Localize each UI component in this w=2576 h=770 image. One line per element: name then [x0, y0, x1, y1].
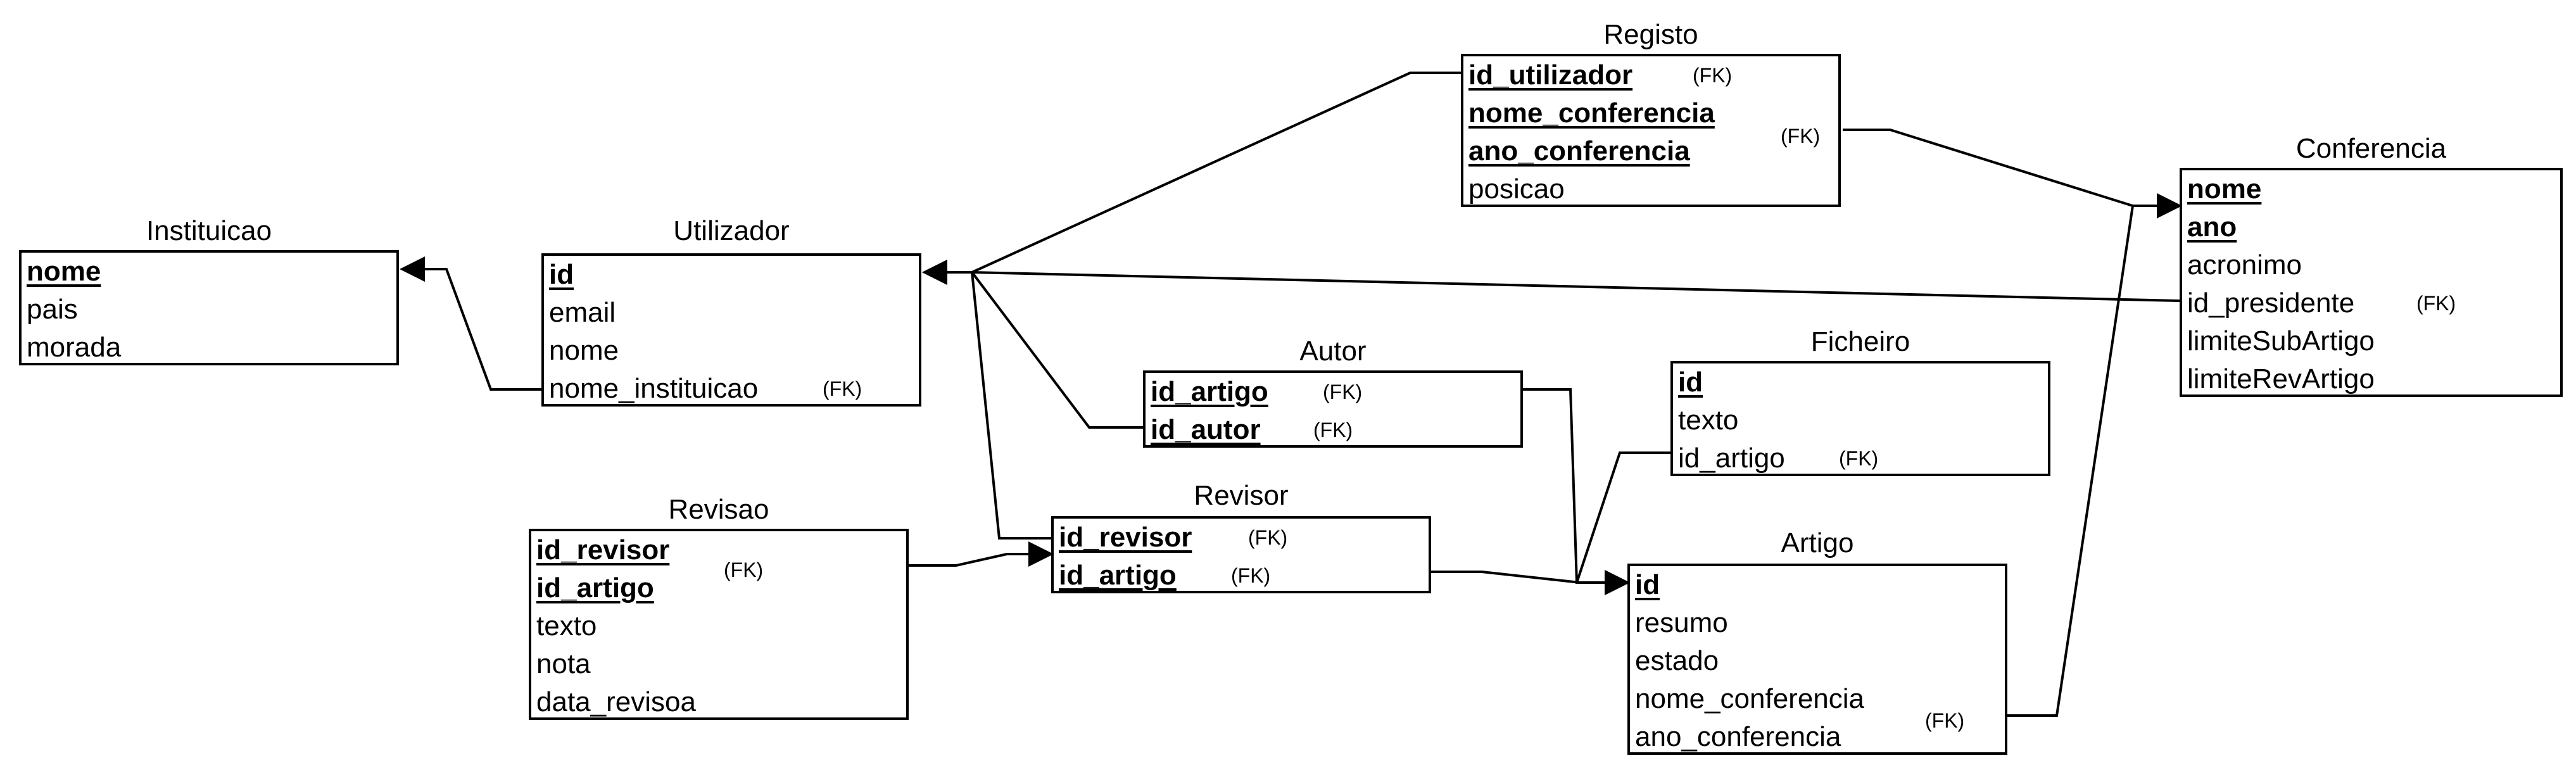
registo-row: nome_conferencia [1468, 98, 1715, 129]
fk-marker: (FK) [1248, 526, 1288, 549]
utilizador-row: email [549, 297, 616, 328]
artigo-row: estado [1635, 645, 1719, 676]
conferencia-row: limiteRevArtigo [2187, 363, 2375, 394]
autor-row: id_autor [1151, 414, 1261, 445]
instituicao-row: pais [27, 294, 78, 325]
instituicao-row: morada [27, 332, 122, 363]
ficheiro-title: Ficheiro [1810, 326, 1910, 357]
utilizador-title: Utilizador [673, 215, 790, 246]
fk-marker: (FK) [724, 559, 764, 581]
artigo-row: nome_conferencia [1635, 683, 1865, 714]
ficheiro-row: id_artigo [1678, 443, 1785, 474]
link-conferencia-utilizador [922, 260, 2180, 302]
registo-title: Registo [1603, 19, 1698, 50]
artigo-title: Artigo [1781, 527, 1854, 559]
link-revisor-artigo [1431, 570, 1630, 595]
fk-marker: (FK) [1693, 64, 1733, 87]
ficheiro-row: id [1678, 367, 1703, 398]
link-ficheiro-artigo [1575, 451, 1670, 583]
link-artigo-conferencia [2007, 205, 2134, 717]
link-autor-utilizador [971, 271, 1143, 429]
fk-marker: (FK) [1313, 419, 1353, 441]
fk-marker: (FK) [823, 377, 862, 400]
revisor-title: Revisor [1194, 480, 1289, 511]
revisao-row: texto [536, 610, 597, 641]
fk-marker: (FK) [1925, 709, 1965, 732]
conferencia-row: acronimo [2187, 249, 2302, 281]
utilizador-row: nome [549, 335, 619, 366]
fk-marker: (FK) [1323, 381, 1363, 403]
revisor-row: id_revisor [1059, 522, 1192, 553]
autor-table: id_artigo (FK) id_autor (FK) [1143, 370, 1523, 448]
fk-marker: (FK) [1839, 447, 1879, 470]
link-registo-utilizador [922, 72, 1461, 285]
conferencia-row: id_presidente [2187, 287, 2355, 319]
fk-marker: (FK) [1781, 125, 1821, 148]
utilizador-row: nome_instituicao [549, 373, 759, 404]
revisao-row: nota [536, 648, 591, 679]
registo-table: id_utilizador (FK) nome_conferencia ano_… [1461, 54, 1841, 207]
autor-title: Autor [1299, 336, 1367, 367]
instituicao-table: nome pais morada [19, 250, 399, 365]
conferencia-row: limiteSubArtigo [2187, 325, 2375, 357]
utilizador-row: id [549, 259, 574, 290]
revisao-row: id_revisor [536, 534, 670, 565]
conferencia-row: nome [2187, 174, 2262, 205]
utilizador-table: id email nome nome_instituicao (FK) [541, 253, 921, 407]
fk-marker: (FK) [2416, 292, 2456, 315]
instituicao-row: nome [27, 256, 101, 287]
link-autor-artigo [1520, 388, 1630, 595]
revisao-table: id_revisor id_artigo texto nota data_rev… [529, 529, 909, 720]
link-revisao-revisor [909, 541, 1054, 567]
revisor-row: id_artigo [1059, 560, 1177, 591]
artigo-row: ano_conferencia [1635, 721, 1841, 752]
artigo-table: id resumo estado nome_conferencia ano_co… [1627, 564, 2007, 755]
revisao-row: data_revisoa [536, 686, 696, 717]
conferencia-table: nome ano acronimo id_presidente (FK) lim… [2180, 168, 2563, 397]
ficheiro-row: texto [1678, 405, 1739, 436]
conferencia-row: ano [2187, 211, 2237, 243]
revisor-table: id_revisor (FK) id_artigo (FK) [1051, 516, 1431, 593]
artigo-row: id [1635, 569, 1660, 600]
registo-row: posicao [1468, 174, 1565, 205]
artigo-row: resumo [1635, 607, 1728, 638]
revisao-title: Revisao [668, 494, 769, 525]
link-registo-conferencia [1843, 129, 2182, 218]
instituicao-title: Instituicao [146, 215, 272, 246]
fk-marker: (FK) [1231, 564, 1271, 587]
autor-row: id_artigo [1151, 376, 1268, 407]
link-utilizador-instituicao [400, 256, 541, 391]
ficheiro-table: id texto id_artigo (FK) [1670, 361, 2050, 476]
revisao-row: id_artigo [536, 572, 654, 603]
registo-row: id_utilizador [1468, 60, 1633, 91]
conferencia-title: Conferencia [2295, 133, 2447, 164]
registo-row: ano_conferencia [1468, 136, 1690, 167]
link-revisor-utilizador [971, 272, 1051, 540]
